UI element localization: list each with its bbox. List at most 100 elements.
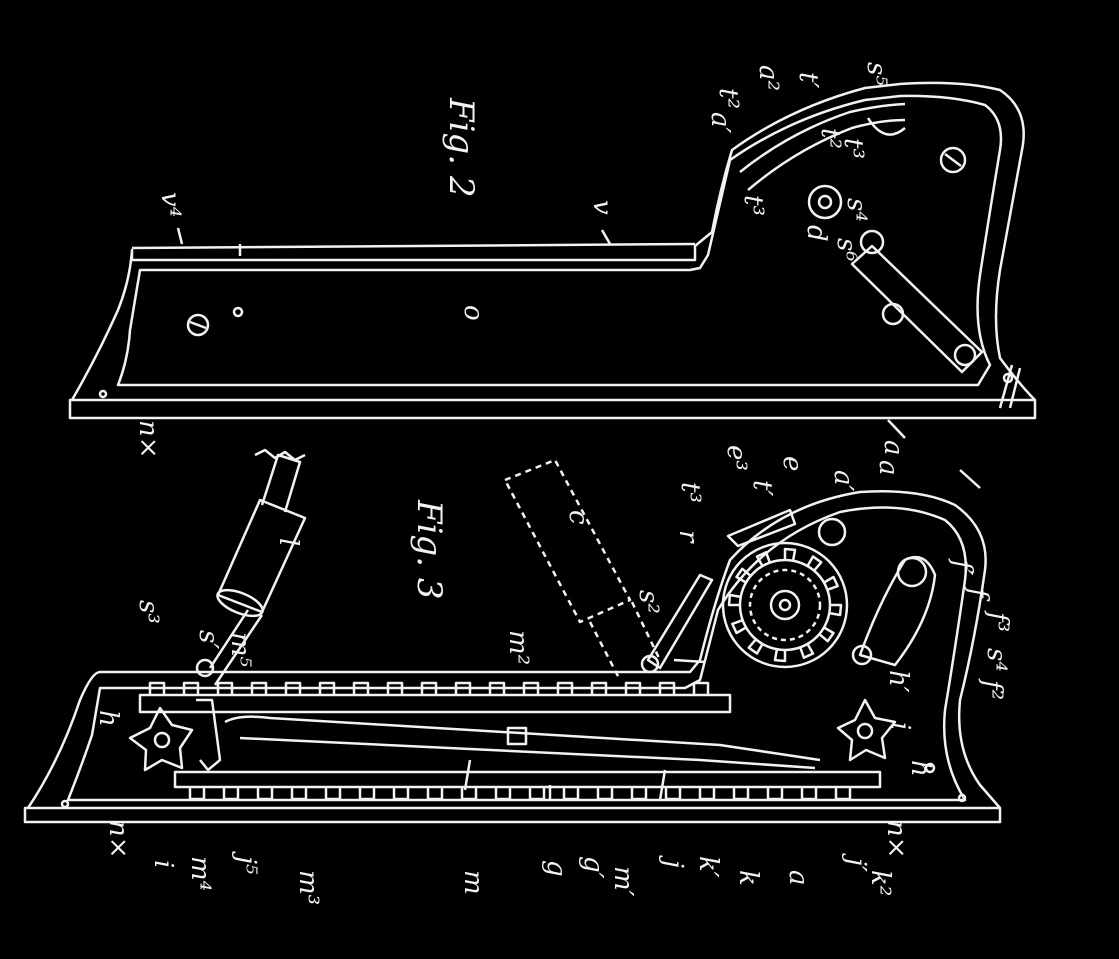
label-fig2-o: o: [458, 305, 488, 321]
label-fig2-t3b: t³: [738, 195, 768, 216]
label-fig3-e3: e³: [721, 445, 751, 471]
fig2-hub: [807, 184, 843, 220]
label-fig3-a1: a′: [828, 470, 858, 492]
label-fig3-c: c: [563, 510, 593, 525]
rack-tooth: [324, 787, 342, 801]
label-fig3-k: k: [733, 870, 763, 886]
rack-tooth: [188, 787, 206, 801]
fig3-lower-rack: [173, 770, 882, 789]
fig3-base-strip: [23, 806, 1002, 824]
label-fig3-g: g: [541, 860, 571, 877]
rack-tooth: [420, 681, 438, 695]
rack-tooth: [182, 681, 200, 695]
fig2-hub-inner: [817, 194, 833, 210]
fig3-wire-m5: [208, 609, 264, 686]
label-fig3-f2: f²: [977, 678, 1007, 700]
label-fig3-a: a: [873, 460, 903, 476]
fig3-small-disc-a1: [817, 517, 847, 547]
label-fig3-i-right: i: [885, 722, 915, 730]
fig3-housing-outline: [26, 489, 1001, 809]
gear-tooth: [735, 567, 752, 584]
rack-tooth: [392, 787, 410, 801]
rack-tooth: [630, 787, 648, 801]
fig2-title: Fig. 2: [441, 97, 481, 197]
rack-tooth: [522, 681, 540, 695]
gear-tooth: [823, 575, 839, 591]
gear-tooth: [773, 649, 787, 663]
fig3-leader-a: [959, 469, 981, 489]
fig2-curved-guide-inner: [747, 118, 906, 191]
rack-tooth: [596, 787, 614, 801]
fig3-gear-e-hub: [769, 589, 801, 621]
label-fig2-t3a: t³: [838, 138, 868, 159]
fig3-labels: Fig. 3 l c m² s³ s′ m⁵ s² r t³ e³ t′ e a…: [93, 445, 1013, 905]
rack-tooth: [318, 681, 336, 695]
rack-tooth: [488, 681, 506, 695]
rack-tooth: [454, 681, 472, 695]
rack-tooth: [284, 681, 302, 695]
fig3-upper-rack: [138, 693, 732, 714]
gear-tooth: [755, 551, 771, 567]
fig2-notch-top: [866, 117, 906, 136]
label-fig3-k2: k²: [865, 870, 895, 896]
gear-tooth: [783, 547, 797, 561]
fig2-leader-v4: [176, 227, 184, 245]
fig3-star-wheel-right-hub: [856, 722, 874, 740]
rack-tooth: [250, 681, 268, 695]
fig3-handle-l-torn: [254, 448, 306, 462]
rack-tooth: [624, 681, 642, 695]
label-fig2-s5: s⁵: [861, 62, 891, 86]
label-fig2-a2: a²: [753, 65, 783, 91]
label-fig3-k1: k′: [693, 856, 723, 878]
label-fig3-s4: s⁴: [981, 648, 1011, 672]
fig3-gear-e-dashed: [748, 568, 822, 642]
label-fig3-m5: m⁵: [225, 632, 255, 668]
fig2-housing-outline: [70, 81, 1036, 401]
fig2-base-strip: [68, 398, 1037, 420]
fig2-leader-a: [887, 419, 906, 439]
fig3-clip-m2: [506, 726, 528, 746]
rack-tooth: [494, 787, 512, 801]
gear-tooth: [829, 603, 843, 617]
label-fig3-nx: n×: [103, 820, 133, 859]
rack-tooth: [692, 681, 710, 695]
rack-tooth: [148, 681, 166, 695]
label-fig3-a-bottom: a: [783, 870, 813, 886]
rack-tooth: [528, 787, 546, 801]
label-fig3-g1: g′: [578, 856, 608, 879]
rack-tooth: [386, 681, 404, 695]
label-fig3-s3: s³: [133, 600, 163, 624]
rack-tooth: [800, 787, 818, 801]
label-fig3-s1: s′: [193, 630, 223, 649]
fig3-title: Fig. 3: [409, 499, 449, 599]
label-fig2-a1: a′: [705, 112, 735, 134]
fig3-leader-j: [658, 769, 667, 801]
label-fig3-f3: f³: [983, 610, 1013, 632]
rack-tooth: [256, 787, 274, 801]
fig2-corner-hatch: [998, 364, 1022, 409]
rack-tooth: [766, 787, 784, 801]
figure-2: [68, 81, 1037, 439]
fig3-hole-s4: [851, 644, 873, 666]
gear-tooth: [747, 638, 764, 655]
rack-tooth: [664, 787, 682, 801]
label-fig3-j1: j′: [841, 853, 871, 872]
label-fig3-m3: m³: [293, 870, 323, 905]
label-fig3-t3: t³: [675, 482, 705, 503]
label-fig2-s6: s⁶: [831, 238, 861, 262]
fig2-pin-small: [232, 306, 244, 318]
label-fig2-a: a: [878, 440, 908, 456]
fig3-rod-m: [224, 715, 821, 762]
fig3-star-wheel-right: [836, 698, 897, 762]
gear-tooth: [806, 555, 823, 572]
label-fig2-v4: v⁴: [155, 192, 185, 217]
label-fig3-l: l: [273, 538, 303, 546]
fig3-handle-l-end: [216, 588, 264, 618]
label-fig3-m2: m²: [503, 630, 533, 665]
rack-tooth: [562, 787, 580, 801]
label-fig3-h1: h′: [883, 670, 913, 693]
fig3-slot-r: [673, 658, 706, 664]
fig3-inner-panel: [66, 506, 967, 802]
fig3-pawl-t1: [726, 508, 797, 548]
